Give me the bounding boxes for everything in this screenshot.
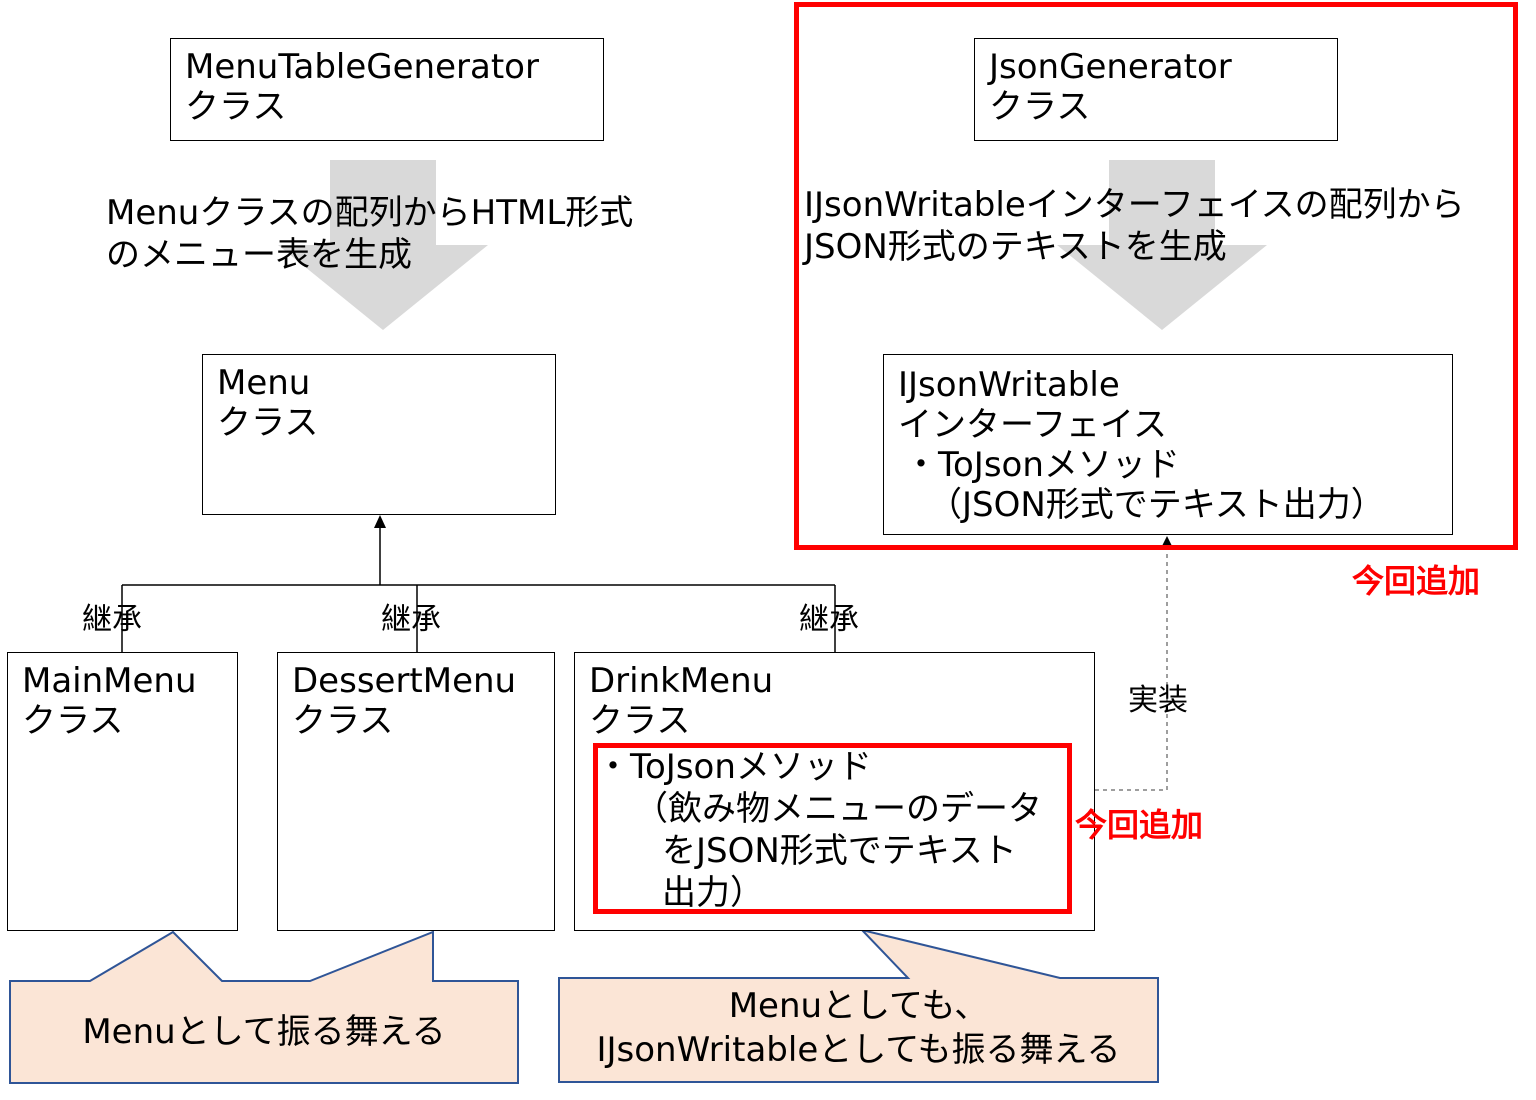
json-generator-flow-label: IJsonWritableインターフェイスの配列から JSON形式のテキストを生… — [804, 184, 1465, 268]
class-kind: クラス — [217, 403, 319, 443]
drink-menu-method-block: ・ToJsonメソッド （飲み物メニューのデータ をJSON形式でテキスト 出力… — [596, 746, 1042, 914]
json-generator-class-box: JsonGenerator クラス — [974, 38, 1338, 141]
inherit-label: 継承 — [82, 602, 142, 637]
class-kind: クラス — [589, 701, 691, 741]
main-menu-class-box: MainMenu クラス — [7, 652, 238, 931]
method-description: （JSON形式でテキスト出力） — [928, 485, 1385, 525]
implements-arrowhead — [1162, 536, 1172, 546]
drink-behavior-callout-text: Menuとしても、 IJsonWritableとしても振る舞える — [559, 984, 1158, 1072]
added-method-highlight-frame — [593, 743, 1072, 914]
class-kind: クラス — [22, 701, 124, 741]
class-name: MenuTableGenerator — [185, 47, 539, 87]
added-this-time-tag: 今回追加 — [1075, 806, 1204, 844]
drink-callout-balloon — [558, 928, 1159, 1083]
class-kind: クラス — [989, 87, 1091, 127]
menu-generator-flow-arrow — [278, 160, 488, 330]
flow-label-line: IJsonWritableインターフェイスの配列から — [804, 185, 1465, 225]
dessert-menu-class-box: DessertMenu クラス — [277, 652, 555, 931]
method-name: ・ToJsonメソッド — [904, 445, 1180, 485]
menu-behavior-callout-text: Menuとして振る舞える — [10, 1010, 518, 1054]
flow-label-line: Menuクラスの配列からHTML形式 — [106, 193, 634, 233]
class-name: DrinkMenu — [589, 661, 774, 701]
method-description-line: （飲み物メニューのデータ — [634, 789, 1042, 829]
implements-connector — [1095, 545, 1168, 791]
method-description-line: 出力） — [662, 873, 764, 913]
interface-name: IJsonWritable — [898, 365, 1120, 405]
implements-label: 実装 — [1128, 683, 1188, 718]
flow-label-line: JSON形式のテキストを生成 — [804, 227, 1227, 267]
menu-class-box: Menu クラス — [202, 354, 556, 515]
class-kind: クラス — [185, 87, 287, 127]
callout-line: IJsonWritableとしても振る舞える — [596, 1030, 1121, 1070]
method-description-line: をJSON形式でテキスト — [662, 831, 1017, 871]
class-name: JsonGenerator — [989, 47, 1232, 87]
class-kind: クラス — [292, 701, 394, 741]
interface-kind: インターフェイス — [898, 405, 1167, 445]
menu-generator-flow-label: Menuクラスの配列からHTML形式 のメニュー表を生成 — [106, 192, 633, 276]
inheritance-arrowhead — [374, 515, 386, 528]
added-section-highlight-frame — [794, 2, 1518, 550]
class-name: Menu — [217, 363, 311, 403]
callout-line: Menuとして振る舞える — [82, 1012, 446, 1052]
drink-menu-class-box: DrinkMenu クラス — [574, 652, 1095, 931]
added-this-time-tag: 今回追加 — [1352, 562, 1481, 600]
inheritance-connector — [121, 526, 836, 652]
json-generator-flow-arrow — [1057, 160, 1267, 330]
inherit-label: 継承 — [381, 602, 441, 637]
callout-line: Menuとしても、 — [728, 986, 989, 1026]
ijson-writable-interface-box: IJsonWritable インターフェイス ・ToJsonメソッド （JSON… — [883, 354, 1453, 535]
class-name: MainMenu — [22, 661, 197, 701]
menu-callout-balloon — [9, 930, 519, 1084]
method-name: ・ToJsonメソッド — [596, 747, 872, 787]
inherit-label: 継承 — [799, 602, 859, 637]
flow-label-line: のメニュー表を生成 — [106, 235, 412, 275]
menu-table-generator-class-box: MenuTableGenerator クラス — [170, 38, 604, 141]
class-name: DessertMenu — [292, 661, 517, 701]
